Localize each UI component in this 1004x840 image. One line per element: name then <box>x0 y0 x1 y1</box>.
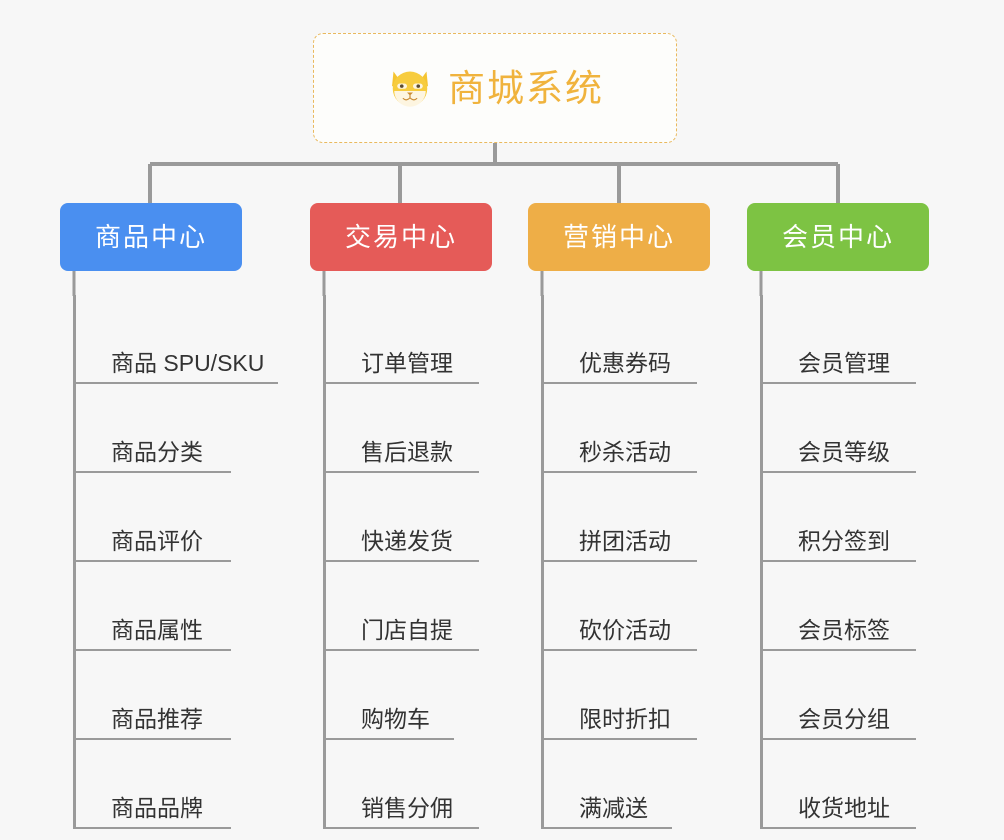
leaf-label: 订单管理 <box>361 350 453 376</box>
leaf-underline <box>763 827 916 829</box>
list-item[interactable]: 拼团活动 <box>544 473 710 562</box>
list-item[interactable]: 订单管理 <box>326 295 492 384</box>
leaf-label: 快递发货 <box>361 528 453 554</box>
branch-header-member[interactable]: 会员中心 <box>747 203 929 271</box>
list-item[interactable]: 销售分佣 <box>326 740 492 829</box>
leaf-underline <box>763 649 916 651</box>
list-item[interactable]: 限时折扣 <box>544 651 710 740</box>
list-item[interactable]: 积分签到 <box>763 473 929 562</box>
list-item[interactable]: 商品属性 <box>76 562 242 651</box>
leaf-list-member: 会员管理 会员等级 积分签到 会员标签 会员分组 收货地址 <box>760 295 929 829</box>
root-title: 商城系统 <box>448 67 604 109</box>
leaf-label: 满减送 <box>579 795 648 821</box>
leaf-underline <box>544 827 672 829</box>
leaf-label: 购物车 <box>361 706 430 732</box>
leaf-underline <box>544 649 697 651</box>
leaf-label: 销售分佣 <box>361 795 453 821</box>
branch-column-product: 商品中心 商品 SPU/SKU 商品分类 商品评价 商品属性 商品推荐 <box>60 203 278 829</box>
leaf-underline <box>326 738 454 740</box>
leaf-underline <box>326 471 479 473</box>
leaf-label: 商品分类 <box>111 439 203 465</box>
leaf-label: 会员管理 <box>798 350 890 376</box>
leaf-underline <box>544 471 697 473</box>
leaf-underline <box>326 649 479 651</box>
list-item[interactable]: 砍价活动 <box>544 562 710 651</box>
leaf-label: 商品评价 <box>111 528 203 554</box>
leaf-underline <box>544 738 697 740</box>
branch-header-trade[interactable]: 交易中心 <box>310 203 492 271</box>
list-item[interactable]: 会员等级 <box>763 384 929 473</box>
leaf-label: 商品 SPU/SKU <box>111 350 265 376</box>
leaf-list-marketing: 优惠券码 秒杀活动 拼团活动 砍价活动 限时折扣 满减送 <box>541 295 710 829</box>
leaf-label: 会员分组 <box>798 706 890 732</box>
leaf-underline <box>76 560 231 562</box>
leaf-underline <box>76 471 231 473</box>
list-item[interactable]: 满减送 <box>544 740 710 829</box>
list-item[interactable]: 商品品牌 <box>76 740 242 829</box>
leaf-underline <box>544 382 697 384</box>
leaf-label: 售后退款 <box>361 439 453 465</box>
list-item[interactable]: 优惠券码 <box>544 295 710 384</box>
leaf-underline <box>326 827 479 829</box>
list-item[interactable]: 会员标签 <box>763 562 929 651</box>
leaf-underline <box>763 560 916 562</box>
list-item[interactable]: 门店自提 <box>326 562 492 651</box>
branch-header-product[interactable]: 商品中心 <box>60 203 242 271</box>
leaf-label: 砍价活动 <box>579 617 671 643</box>
leaf-underline <box>76 738 231 740</box>
branch-header-marketing[interactable]: 营销中心 <box>528 203 710 271</box>
leaf-underline <box>326 560 479 562</box>
leaf-underline <box>763 382 916 384</box>
leaf-list-trade: 订单管理 售后退款 快递发货 门店自提 购物车 销售分佣 <box>323 295 492 829</box>
leaf-underline <box>76 827 231 829</box>
leaf-label: 优惠券码 <box>579 350 671 376</box>
leaf-underline <box>326 382 479 384</box>
list-item[interactable]: 购物车 <box>326 651 492 740</box>
root-node[interactable]: 商城系统 <box>313 33 677 143</box>
leaf-underline <box>544 560 697 562</box>
leaf-label: 商品推荐 <box>111 706 203 732</box>
branch-header-label: 商品中心 <box>94 222 207 252</box>
list-item[interactable]: 会员管理 <box>763 295 929 384</box>
branch-header-label: 交易中心 <box>344 222 457 252</box>
list-item[interactable]: 商品分类 <box>76 384 242 473</box>
leaf-label: 门店自提 <box>361 617 453 643</box>
branch-column-trade: 交易中心 订单管理 售后退款 快递发货 门店自提 购物车 <box>310 203 492 829</box>
leaf-label: 拼团活动 <box>579 528 671 554</box>
leaf-underline <box>76 382 278 384</box>
list-item[interactable]: 快递发货 <box>326 473 492 562</box>
list-item[interactable]: 会员分组 <box>763 651 929 740</box>
leaf-underline <box>763 738 916 740</box>
shiba-dog-icon <box>392 71 428 107</box>
leaf-list-product: 商品 SPU/SKU 商品分类 商品评价 商品属性 商品推荐 商品品牌 <box>73 295 278 829</box>
branch-column-member: 会员中心 会员管理 会员等级 积分签到 会员标签 会员分组 <box>747 203 929 829</box>
leaf-label: 会员标签 <box>798 617 890 643</box>
leaf-label: 收货地址 <box>798 795 890 821</box>
leaf-underline <box>763 471 916 473</box>
branch-column-marketing: 营销中心 优惠券码 秒杀活动 拼团活动 砍价活动 限时折扣 <box>528 203 710 829</box>
list-item[interactable]: 商品评价 <box>76 473 242 562</box>
list-item[interactable]: 秒杀活动 <box>544 384 710 473</box>
leaf-label: 商品属性 <box>111 617 203 643</box>
leaf-underline <box>76 649 231 651</box>
list-item[interactable]: 商品 SPU/SKU <box>76 295 278 384</box>
branch-header-label: 会员中心 <box>781 222 894 252</box>
leaf-label: 限时折扣 <box>579 706 671 732</box>
leaf-label: 积分签到 <box>798 528 890 554</box>
list-item[interactable]: 商品推荐 <box>76 651 242 740</box>
branch-header-label: 营销中心 <box>562 222 675 252</box>
leaf-label: 商品品牌 <box>111 795 203 821</box>
list-item[interactable]: 售后退款 <box>326 384 492 473</box>
leaf-label: 秒杀活动 <box>579 439 671 465</box>
leaf-label: 会员等级 <box>798 439 890 465</box>
list-item[interactable]: 收货地址 <box>763 740 929 829</box>
